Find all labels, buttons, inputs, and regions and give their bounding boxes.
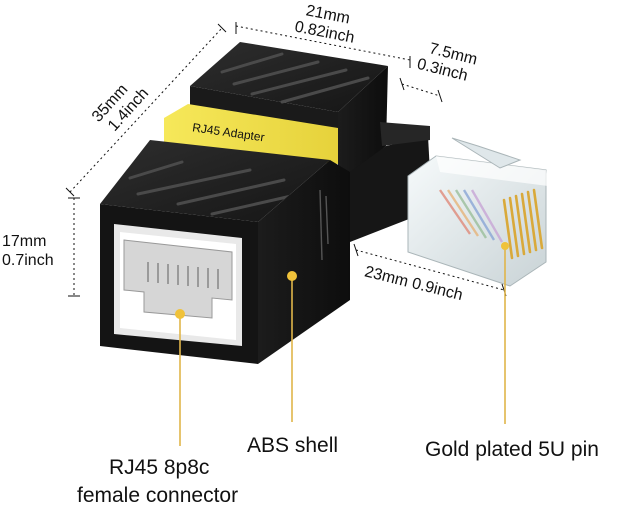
upper-side-face [338,66,388,186]
dim-height: 17mm 0.7inch [2,233,54,269]
dimension-lines [65,22,507,297]
callout-shell [287,271,297,422]
rj45-port [114,224,242,346]
callout-shell-dot [287,271,297,281]
pin-label: Gold plated 5U pin [425,438,599,461]
callout-pin-dot [501,242,509,250]
dim-plug-width: 7.5mm 0.3inch [415,40,479,85]
callout-connector [175,309,185,446]
upper-ridges [220,52,370,104]
connector-label-line2: female connector [77,484,238,507]
dim-height-inch: 0.7inch [2,252,54,269]
gold-pins [502,188,544,260]
adapter-body: RJ45 Adapter [100,42,432,364]
side-markings [319,189,329,261]
dim-plug-length: 23mm 0.9inch [363,263,465,304]
shell-label: ABS shell [247,434,338,457]
lower-ridges [128,160,302,216]
connector-label-line1: RJ45 8p8c [109,456,209,479]
dim-height-mm: 17mm [2,233,46,250]
callout-pin [501,242,509,424]
dim-plug-length-text: 23mm 0.9inch [363,263,465,304]
upper-top-face [190,42,388,112]
dim-width: 21mm 0.82inch [293,2,356,46]
callout-connector-dot [175,309,185,319]
rj45-plug [407,137,548,287]
dim-depth: 35mm 1.4inch [89,81,152,134]
